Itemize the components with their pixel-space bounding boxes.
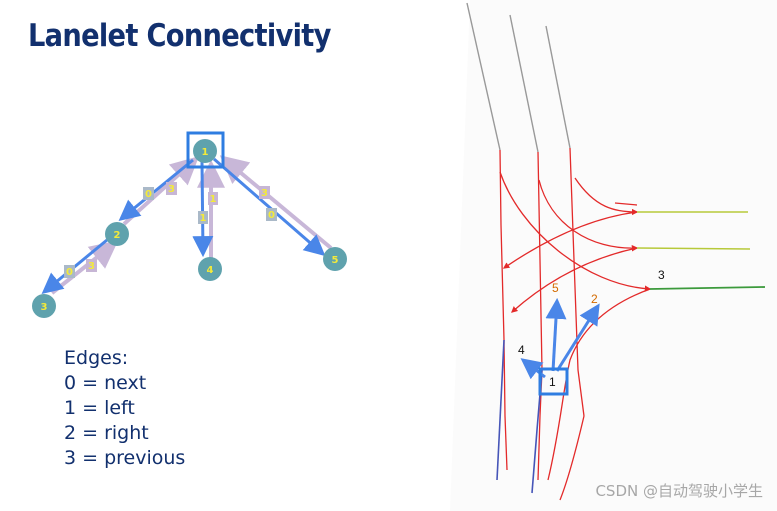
map-arrow-to-5 <box>545 297 567 372</box>
graph-edge-labels: 0 3 0 3 1 1 0 <box>64 182 277 278</box>
svg-text:3: 3 <box>41 302 48 313</box>
svg-text:3: 3 <box>261 188 268 199</box>
edge-1-to-4 <box>192 161 214 258</box>
edge-label-1-to-5: 0 <box>266 208 277 221</box>
svg-text:3: 3 <box>88 261 95 272</box>
slide-title: Lanelet Connectivity <box>28 18 331 54</box>
edge-label-5-to-1: 3 <box>259 186 270 199</box>
edges-legend-item: 3 = previous <box>64 447 186 469</box>
edge-label-4-to-1: 1 <box>208 192 218 205</box>
svg-text:0: 0 <box>66 267 73 278</box>
watermark-text: CSDN @自动驾驶小学生 <box>595 482 763 500</box>
edges-legend: Edges: 0 = next 1 = left 2 = right 3 = p… <box>64 346 185 471</box>
map-label-2: 2 <box>591 292 598 306</box>
edge-2-to-1 <box>122 156 200 226</box>
graph-node-2: 2 <box>105 222 129 246</box>
map-label-4: 4 <box>518 343 525 357</box>
edges-legend-heading: Edges: <box>64 347 129 369</box>
map-gray-boundaries <box>466 2 571 153</box>
graph-forward-edges <box>41 157 326 295</box>
map-lane-1-highlight-box <box>538 367 569 396</box>
edge-3-to-2 <box>50 240 119 295</box>
edge-label-1-to-2: 0 <box>143 187 154 200</box>
edges-legend-item: 2 = right <box>64 422 149 444</box>
map-label-3: 3 <box>658 268 665 282</box>
svg-text:2: 2 <box>114 230 121 241</box>
edge-5-to-1 <box>219 155 333 250</box>
svg-text:1: 1 <box>200 213 207 224</box>
map-yellow-lanelets <box>636 211 751 250</box>
map-green-lanelet <box>649 286 766 290</box>
graph-node-1: 1 <box>193 139 217 163</box>
edge-1-to-2 <box>118 158 194 221</box>
map-background-panel <box>450 0 777 511</box>
svg-text:4: 4 <box>207 265 214 276</box>
edge-1-to-5 <box>213 157 326 257</box>
graph-node-5: 5 <box>323 247 347 271</box>
map-arrow-to-2 <box>555 303 600 372</box>
svg-text:0: 0 <box>268 210 275 221</box>
edge-2-to-3 <box>41 238 108 295</box>
graph-node-4: 4 <box>198 257 222 281</box>
edge-label-2-to-1: 3 <box>166 182 177 195</box>
edge-label-1-to-4: 1 <box>198 211 208 224</box>
edges-legend-item: 0 = next <box>64 372 147 394</box>
map-label-5: 5 <box>552 281 559 295</box>
edge-label-2-to-3: 0 <box>64 265 75 278</box>
graph-node-3: 3 <box>32 294 56 318</box>
map-red-lanelets <box>499 147 652 501</box>
svg-text:0: 0 <box>145 189 152 200</box>
edge-label-3-to-2: 3 <box>86 259 97 272</box>
svg-text:1: 1 <box>210 194 217 205</box>
svg-text:5: 5 <box>332 255 339 266</box>
graph-node-1-highlight-box <box>186 131 225 169</box>
edges-legend-item: 1 = left <box>64 397 135 419</box>
svg-text:3: 3 <box>168 184 175 195</box>
svg-text:1: 1 <box>202 147 209 158</box>
map-label-1: 1 <box>549 375 556 389</box>
graph-nodes: 1 2 3 4 5 <box>32 139 347 318</box>
